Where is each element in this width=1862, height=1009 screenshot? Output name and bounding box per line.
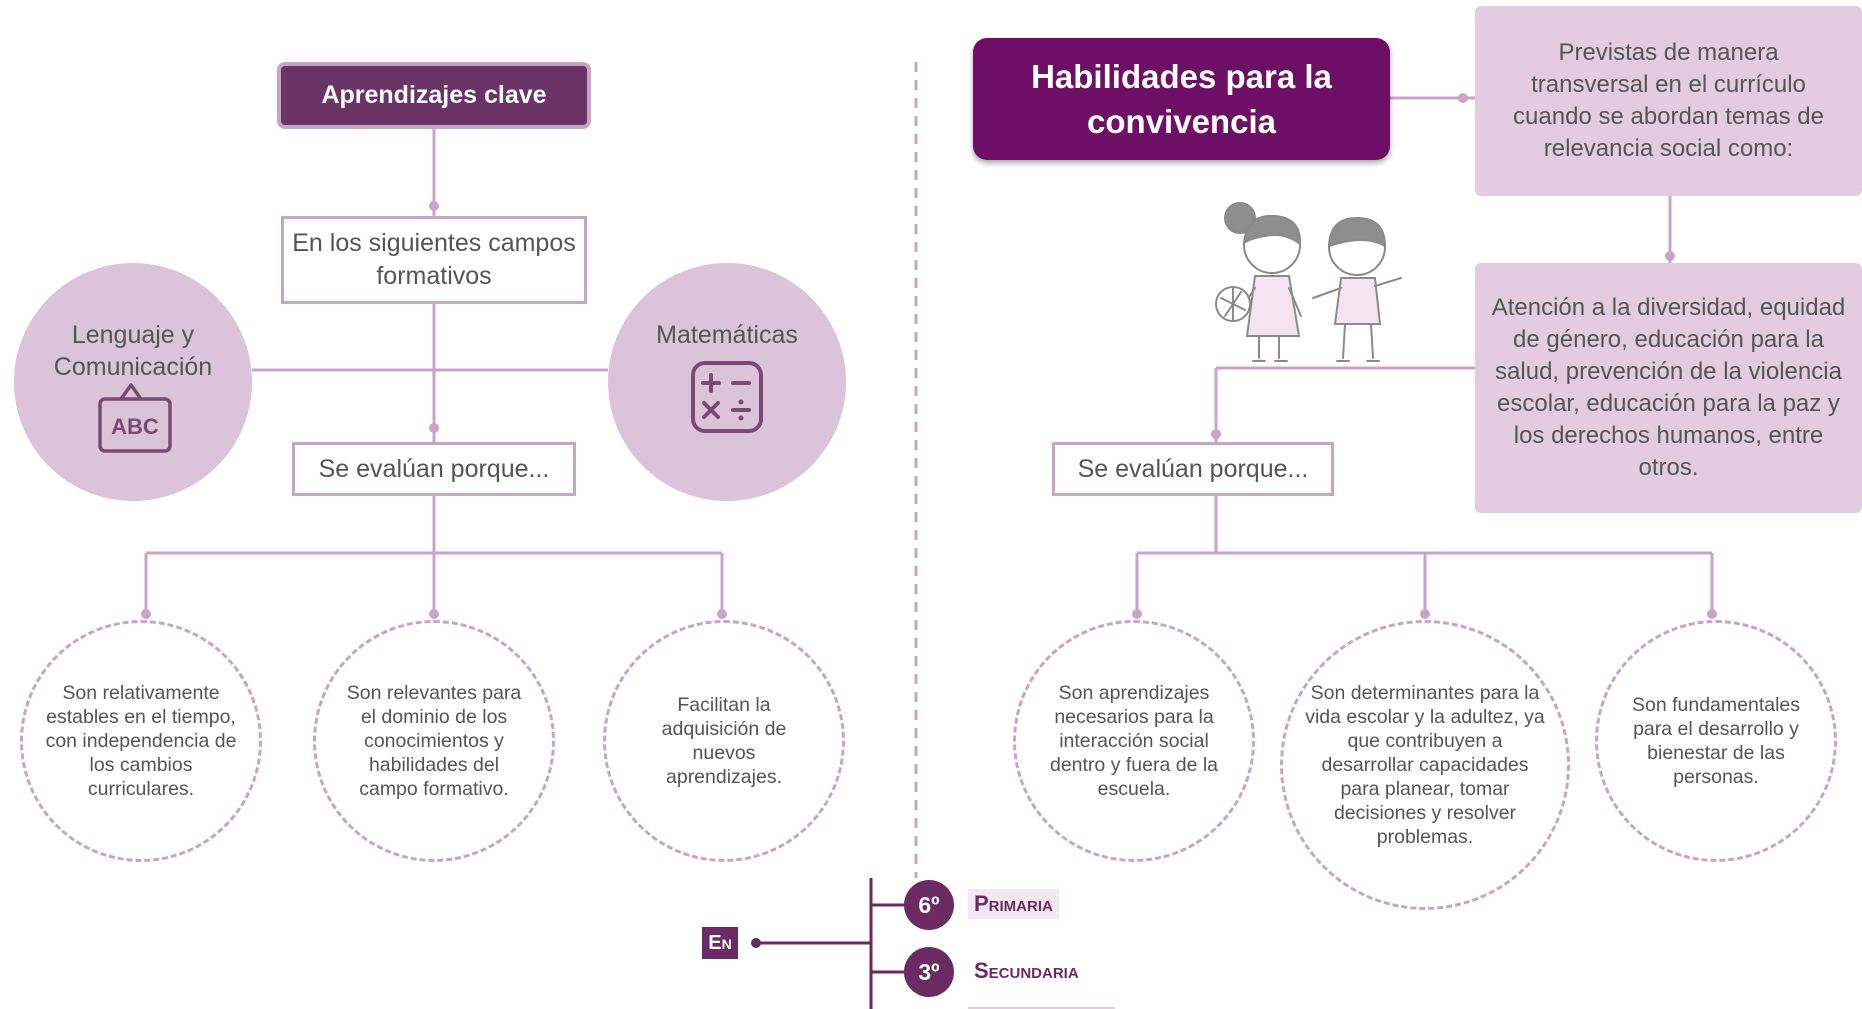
temas-relevancia-panel: Atención a la diversidad, equidad de gén… bbox=[1475, 263, 1862, 513]
se-evaluan-left-box: Se evalúan porque... bbox=[292, 442, 576, 496]
left-reason-text-1: Son relativamente estables en el tiempo,… bbox=[45, 682, 237, 800]
left-reason-circle-2: Son relevantes para el dominio de los co… bbox=[313, 620, 555, 862]
transversal-text: Previstas de manera transversal en el cu… bbox=[1513, 39, 1824, 162]
right-reason-circle-3: Son fundamentales para el desarrollo y b… bbox=[1595, 620, 1837, 862]
left-reason-text-3: Facilitan la adquisición de nuevos apren… bbox=[661, 694, 787, 788]
lenguaje-label: Lenguaje y Comunicación bbox=[53, 321, 213, 381]
left-reason-circle-1: Son relativamente estables en el tiempo,… bbox=[20, 620, 262, 862]
right-reason-circle-1: Son aprendizajes necesarios para la inte… bbox=[1013, 620, 1255, 862]
right-reason-text-2: Son determinantes para la vida escolar y… bbox=[1305, 682, 1545, 848]
campos-formativos-box: En los siguientes campos formativos bbox=[281, 216, 587, 304]
left-reason-text-2: Son relevantes para el dominio de los co… bbox=[346, 682, 522, 800]
grade-3-badge: 3º bbox=[904, 947, 954, 997]
aprendizajes-clave-title: Aprendizajes clave bbox=[277, 62, 591, 129]
temas-relevancia-text: Atención a la diversidad, equidad de gén… bbox=[1491, 294, 1846, 481]
math-operations-icon bbox=[691, 361, 763, 433]
left-reason-circle-3: Facilitan la adquisición de nuevos apren… bbox=[603, 620, 845, 862]
matematicas-label: Matemáticas bbox=[656, 321, 798, 349]
se-evaluan-right-box: Se evalúan porque... bbox=[1052, 442, 1334, 496]
secundaria-label: Secundaria bbox=[974, 958, 1079, 983]
transversal-panel: Previstas de manera transversal en el cu… bbox=[1475, 6, 1862, 196]
right-reason-text-1: Son aprendizajes necesarios para la inte… bbox=[1049, 682, 1219, 800]
en-badge: En bbox=[702, 927, 738, 959]
grade-6-badge: 6º bbox=[904, 880, 954, 930]
habilidades-convivencia-title: Habilidades para la convivencia bbox=[973, 38, 1390, 160]
abc-board-text: ABC bbox=[111, 414, 159, 439]
abc-board-icon: ABC bbox=[98, 383, 172, 453]
children-playing-icon bbox=[1215, 202, 1402, 362]
right-reason-circle-2: Son determinantes para la vida escolar y… bbox=[1280, 620, 1570, 910]
primaria-label: Primaria bbox=[968, 889, 1059, 919]
matematicas-circle: Matemáticas bbox=[608, 263, 846, 501]
right-reason-text-3: Son fundamentales para el desarrollo y b… bbox=[1631, 694, 1801, 788]
lenguaje-comunicacion-circle: Lenguaje y Comunicación ABC bbox=[14, 263, 252, 501]
